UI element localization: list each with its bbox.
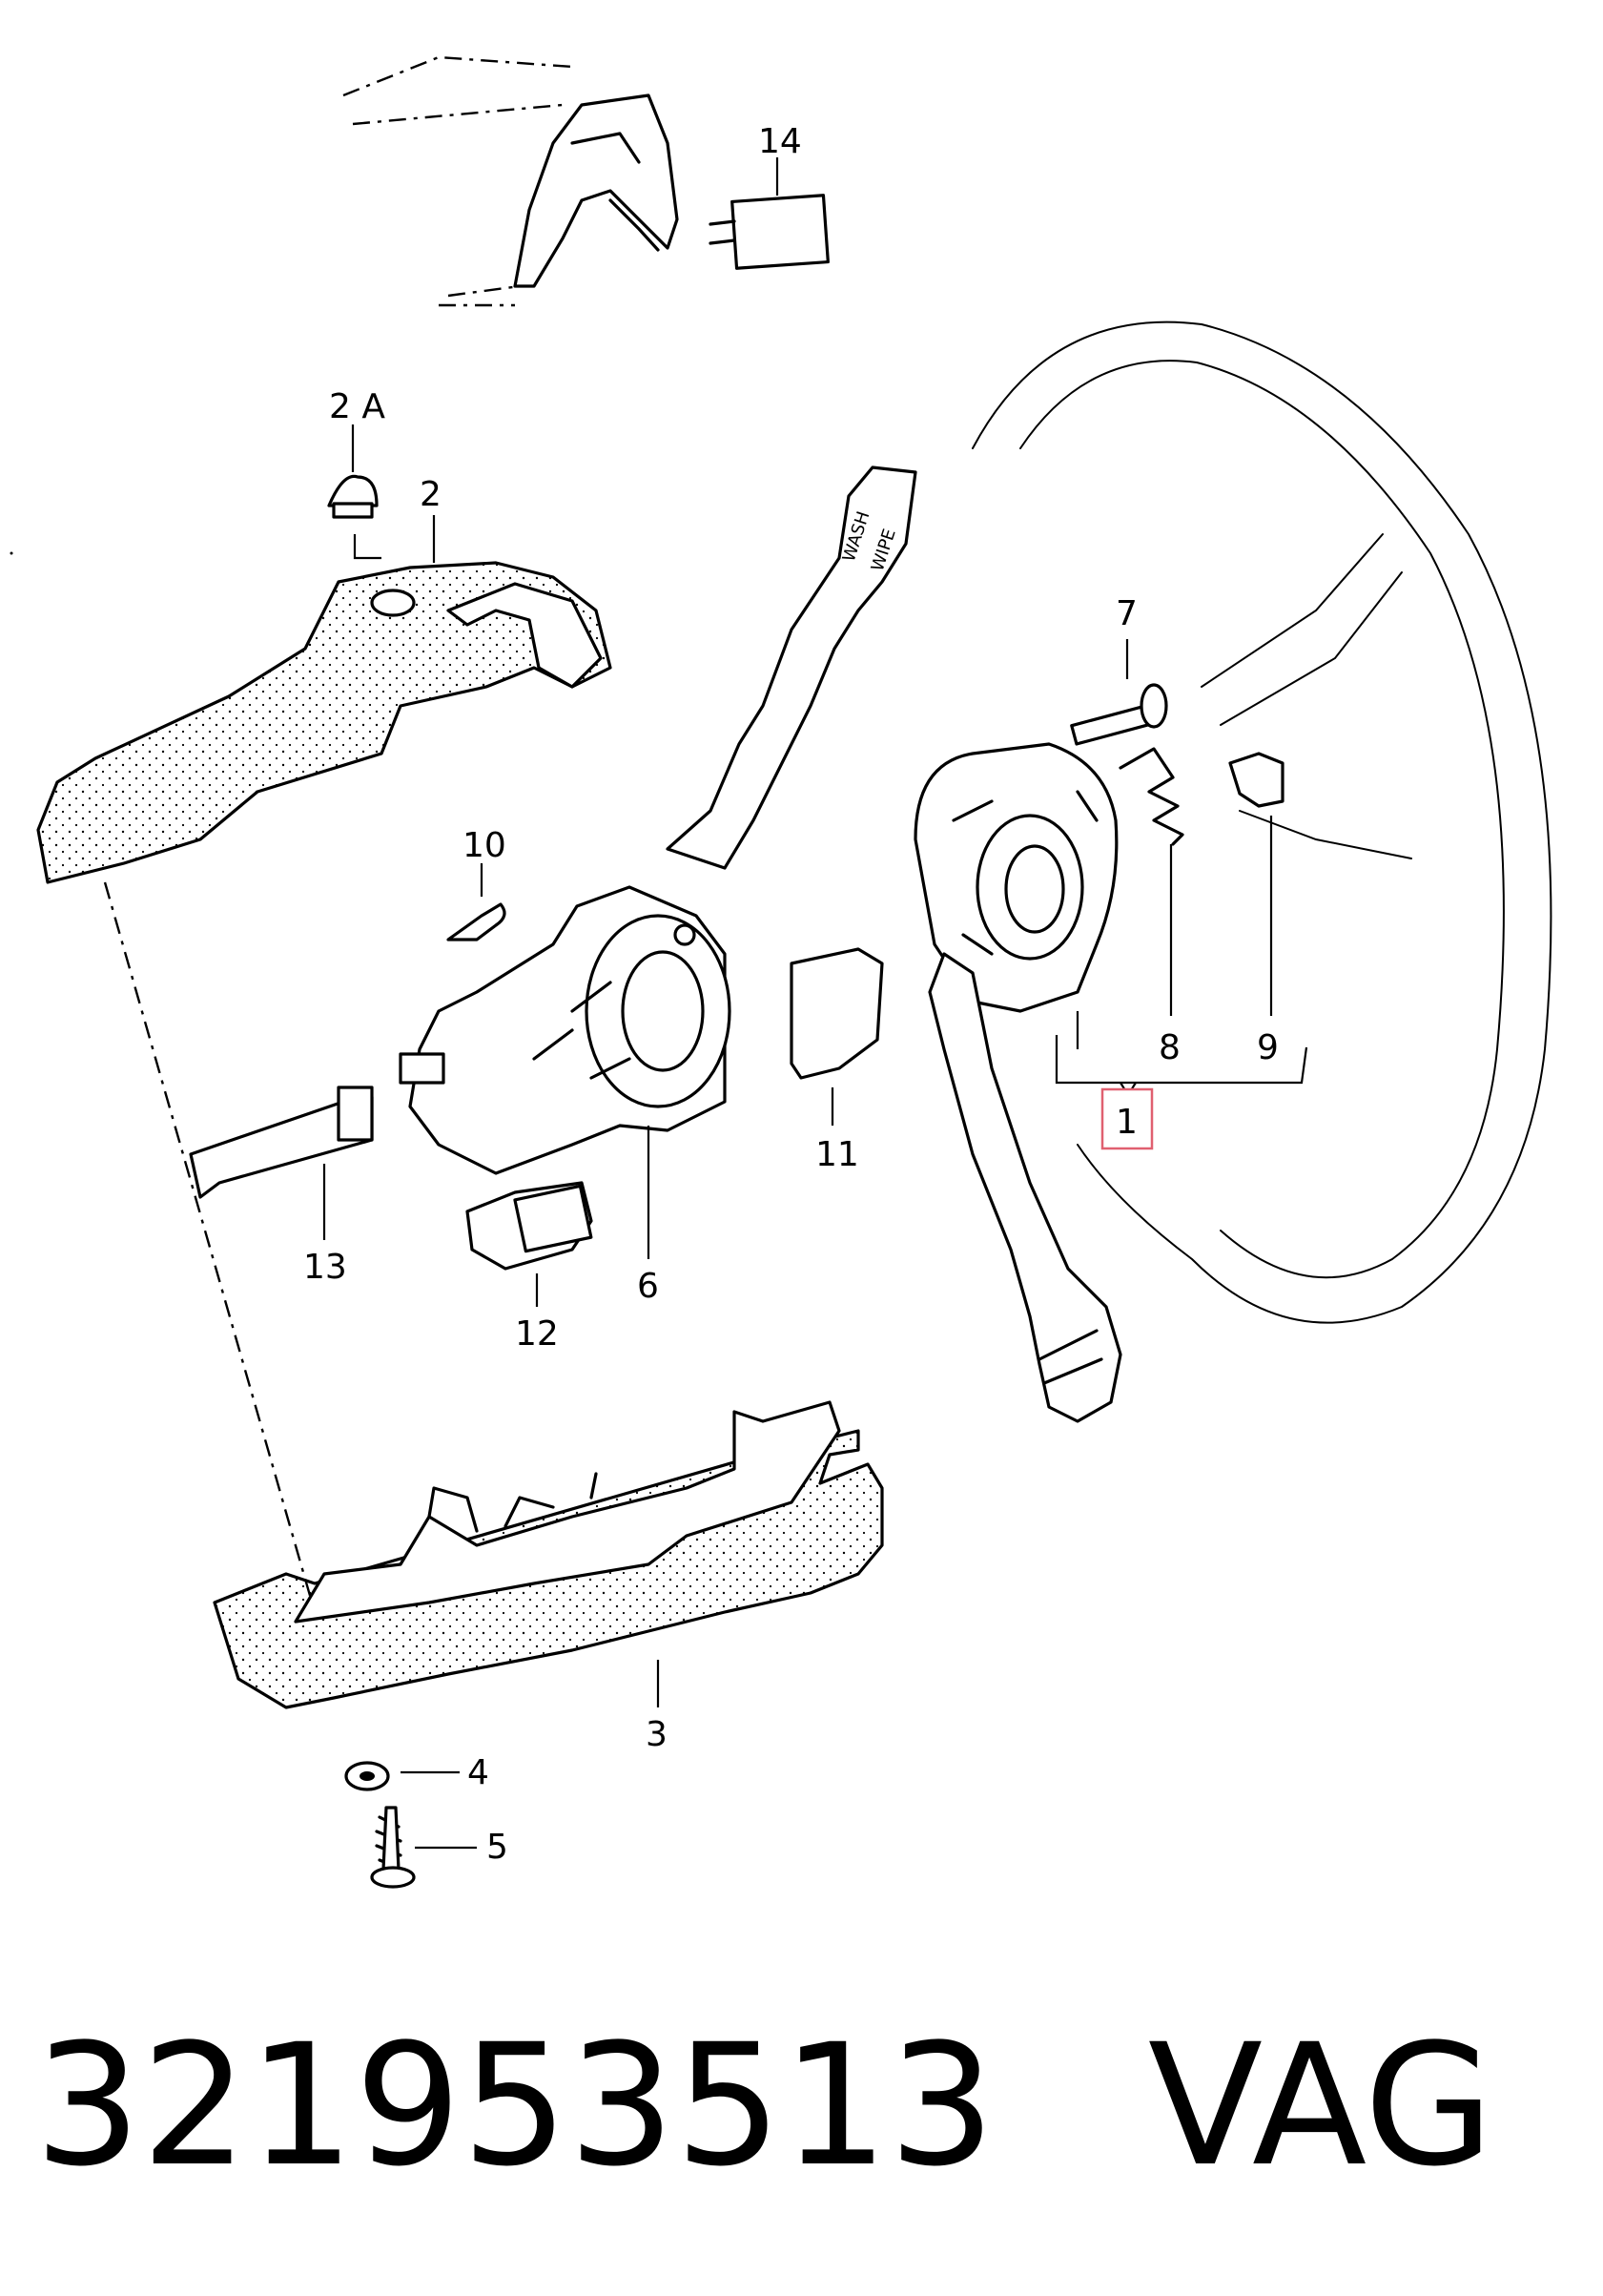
upper-shroud-2	[36, 515, 612, 884]
exploded-parts-diagram: 14 2 A 2 10 WASH WIPE 6	[10, 55, 1552, 1889]
footer: 321953513 VAG	[34, 2011, 1560, 2202]
plug-housing-12	[465, 1181, 593, 1307]
lower-shroud-3	[213, 1400, 884, 1709]
callout-3: 3	[646, 1715, 668, 1754]
callout-10: 10	[462, 826, 506, 865]
callout-9: 9	[1257, 1028, 1279, 1067]
callout-8: 8	[1159, 1028, 1181, 1067]
steering-wheel	[972, 321, 1552, 1324]
spring-8	[1119, 747, 1184, 1016]
turn-signal-switch-1	[914, 742, 1122, 1423]
plug-2a	[327, 424, 381, 560]
callout-4: 4	[467, 1753, 489, 1792]
callout-6: 6	[637, 1267, 659, 1306]
brand-name: VAG	[1147, 2008, 1494, 2203]
callout-5: 5	[486, 1828, 508, 1867]
callout-7: 7	[1116, 594, 1138, 633]
callout-1-highlight[interactable]	[1100, 1087, 1154, 1150]
screw-5	[370, 1806, 477, 1889]
callout-14: 14	[758, 122, 802, 161]
clip-9	[1228, 752, 1284, 1016]
callout-1[interactable]: 1	[1116, 1103, 1138, 1142]
dashboard-cover-14	[342, 55, 830, 307]
callout-2a: 2 A	[329, 387, 385, 426]
callout-2: 2	[420, 475, 442, 514]
connector-13	[189, 1086, 374, 1240]
washer-4	[344, 1761, 460, 1791]
callout-13: 13	[303, 1248, 347, 1287]
clip-10	[446, 863, 506, 941]
callout-11: 11	[815, 1135, 859, 1174]
part-number: 321953513	[34, 2008, 996, 2203]
callout-12: 12	[515, 1314, 559, 1354]
screw-7	[1070, 639, 1168, 746]
stray-dot	[10, 551, 13, 555]
combination-switch-housing-6: WASH WIPE	[399, 465, 917, 1259]
switch-cover-11	[790, 947, 884, 1126]
